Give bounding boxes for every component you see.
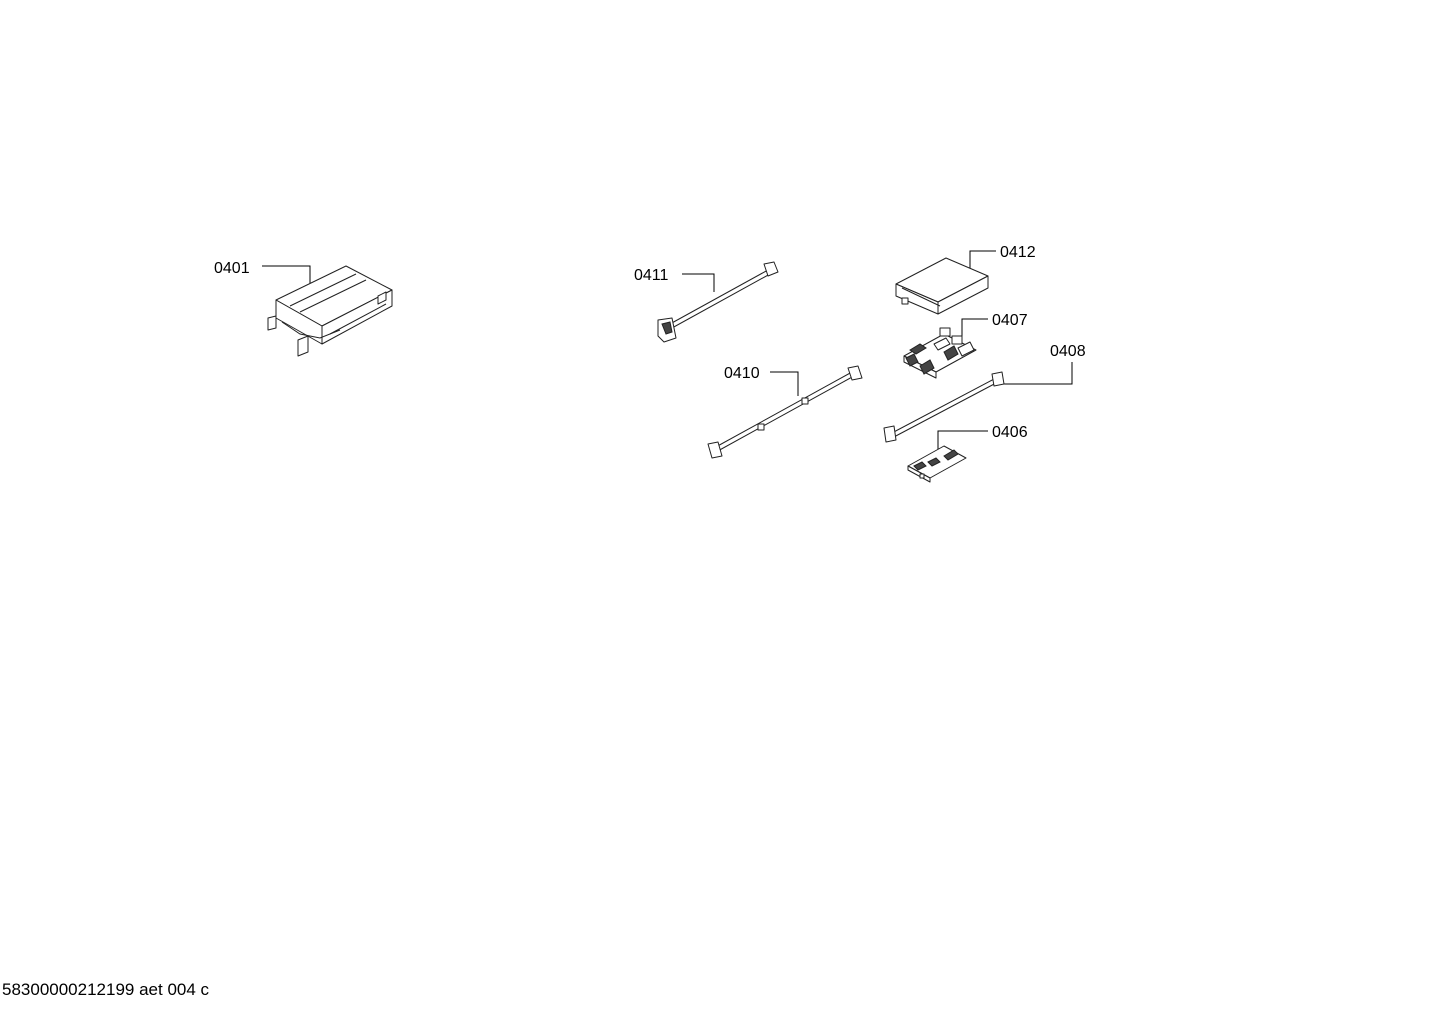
circuit-board-0406-drawing xyxy=(907,445,967,483)
leader-0401 xyxy=(262,265,311,284)
circuit-board-0407-drawing xyxy=(903,327,977,379)
leader-0410 xyxy=(770,371,799,396)
leader-0406 xyxy=(937,430,988,450)
part-0411[interactable]: 0411 xyxy=(634,261,779,343)
label-0408: 0408 xyxy=(1050,343,1086,360)
label-0407: 0407 xyxy=(992,312,1028,329)
part-0408[interactable]: 0408 xyxy=(883,343,1086,443)
part-0407[interactable]: 0407 xyxy=(903,312,1028,379)
label-0411: 0411 xyxy=(634,267,669,284)
label-0406: 0406 xyxy=(992,424,1028,441)
label-0412: 0412 xyxy=(1000,244,1036,261)
label-0410: 0410 xyxy=(724,365,760,382)
part-0401[interactable]: 0401 xyxy=(214,260,393,357)
cable-0411-drawing xyxy=(657,261,779,343)
part-0412[interactable]: 0412 xyxy=(895,244,1036,315)
leader-0407 xyxy=(961,318,988,336)
part-0406[interactable]: 0406 xyxy=(907,424,1028,483)
module-box-drawing xyxy=(895,257,989,315)
housing-drawing xyxy=(267,265,393,357)
part-0410[interactable]: 0410 xyxy=(707,365,863,459)
leader-0411 xyxy=(682,273,715,292)
label-0401: 0401 xyxy=(214,260,250,277)
leader-0408 xyxy=(1002,362,1073,385)
drawing-reference-number: 58300000212199 aet 004 c xyxy=(2,980,210,999)
leader-0412 xyxy=(969,250,996,268)
cable-0408-drawing xyxy=(883,371,1005,443)
cable-0410-drawing xyxy=(707,365,863,459)
